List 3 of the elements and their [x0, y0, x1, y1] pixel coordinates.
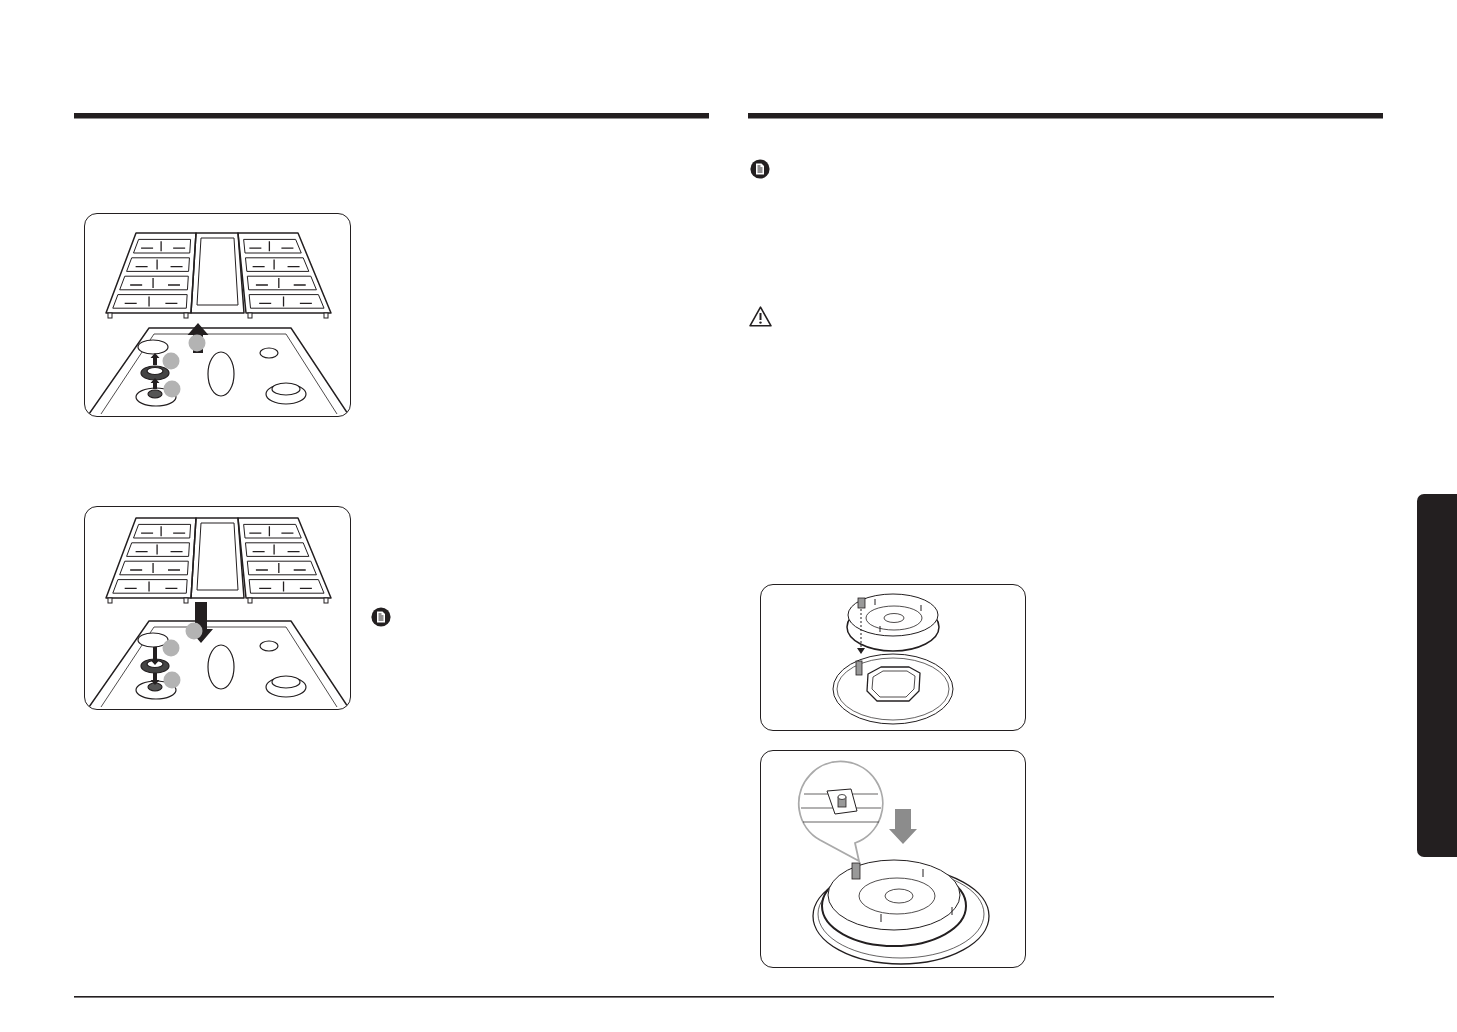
side-tab	[1417, 494, 1457, 857]
illustration-panel	[760, 750, 1026, 968]
illustration-panel	[760, 584, 1026, 731]
